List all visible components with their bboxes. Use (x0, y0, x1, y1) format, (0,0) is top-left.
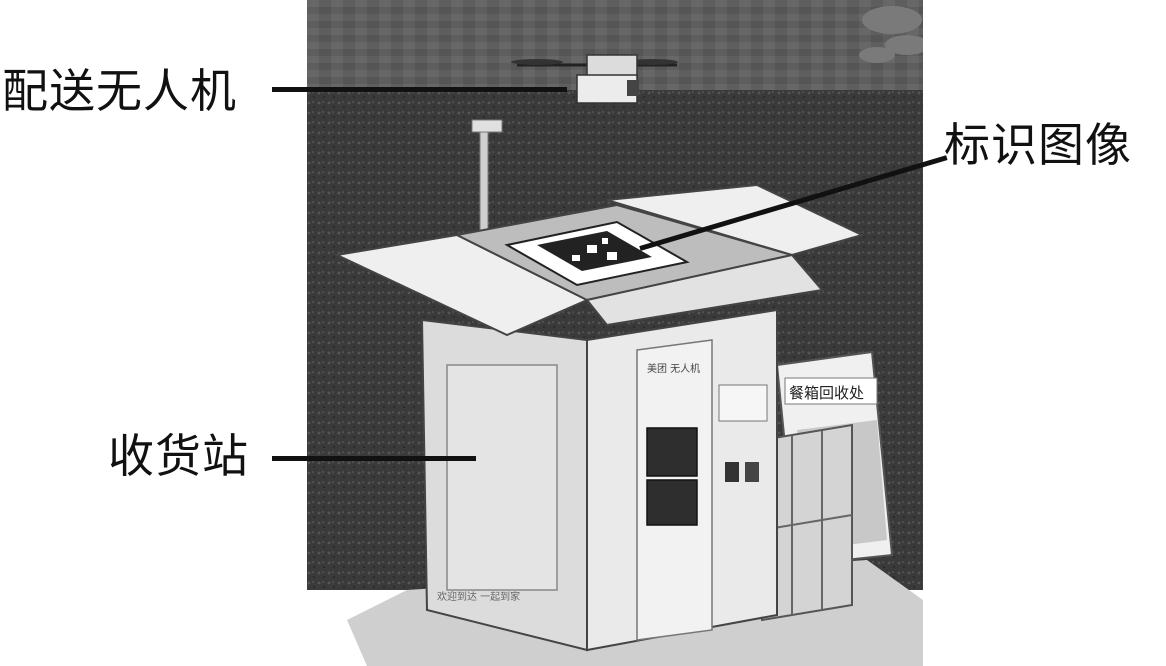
machine-brand-text: 美团 无人机 (647, 362, 700, 375)
slogan-text: 欢迎到达 一起到家 (437, 590, 520, 603)
station-photo: 餐箱回收处 美团 无人机 (307, 0, 923, 666)
label-drone: 配送无人机 (2, 64, 237, 118)
label-station: 收货站 (108, 429, 249, 483)
label-marker: 标识图像 (944, 118, 1132, 172)
photo-drawing: 餐箱回收处 美团 无人机 (307, 0, 923, 666)
recycle-sign-text: 餐箱回收处 (789, 384, 864, 402)
antenna-pole (471, 119, 503, 241)
foliage (859, 6, 923, 63)
leader-drone (272, 87, 567, 92)
drone (511, 54, 678, 104)
qr-marker (504, 220, 690, 287)
station-body: 美团 无人机 欢迎到达 一起到家 (420, 308, 778, 652)
leader-station (272, 456, 476, 461)
